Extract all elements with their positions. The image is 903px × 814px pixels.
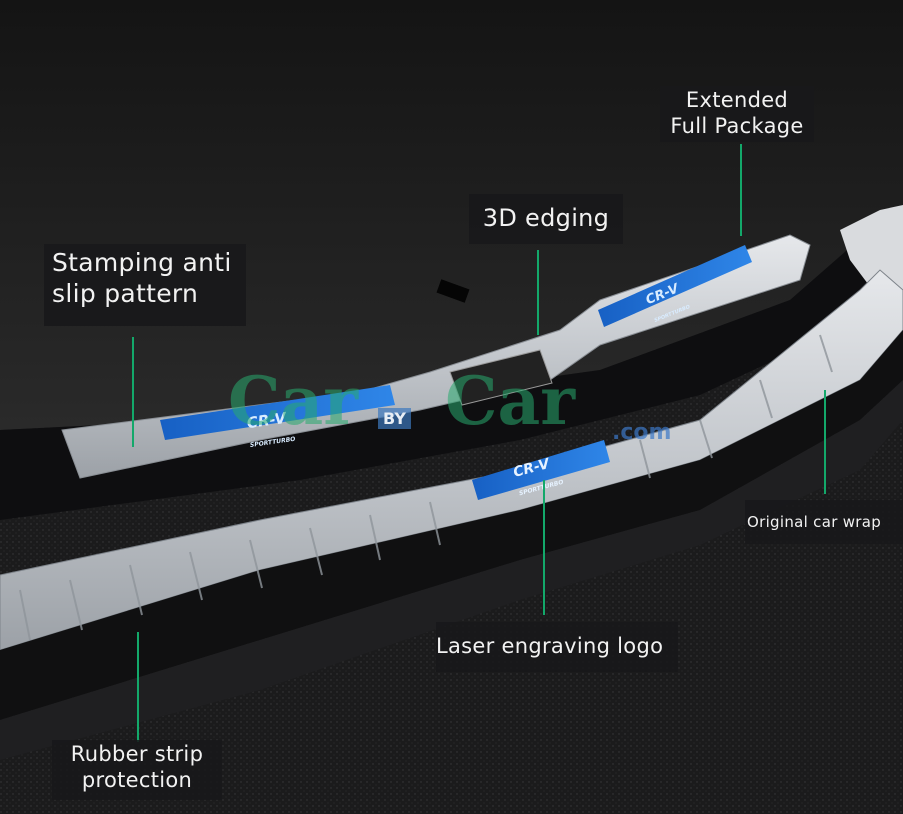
leader-original-wrap — [824, 390, 826, 494]
leader-stamping — [132, 337, 134, 447]
leader-rubber-strip — [137, 632, 139, 742]
rubber-strip — [0, 330, 903, 720]
label-rubber-strip-protection: Rubber strip protection — [52, 740, 222, 800]
label-3d-edging: 3D edging — [469, 194, 623, 244]
watermark-right: Car — [445, 362, 576, 440]
label-stamping-anti-slip: Stamping anti slip pattern — [44, 244, 246, 326]
inner-left-badge — [160, 385, 395, 440]
latch-recess — [449, 349, 553, 406]
outer-badge — [472, 440, 610, 500]
label-extended-full-package: Extended Full Package — [660, 86, 814, 142]
floor-hook — [436, 279, 470, 303]
label-original-car-wrap: Original car wrap — [745, 500, 903, 544]
stamped-pattern — [19, 334, 833, 641]
leader-extended — [740, 144, 742, 236]
label-laser-engraving-logo: Laser engraving logo — [436, 622, 678, 672]
lower-bumper — [0, 380, 903, 760]
leader-laser-logo — [543, 480, 545, 615]
watermark-by: BY — [378, 408, 411, 429]
badge-model-outer: CR-V — [511, 455, 552, 481]
inner-right-badge — [598, 245, 752, 327]
watermark-tld: .com — [612, 420, 672, 445]
leader-edging — [537, 250, 539, 335]
watermark-left: Car — [228, 362, 359, 440]
